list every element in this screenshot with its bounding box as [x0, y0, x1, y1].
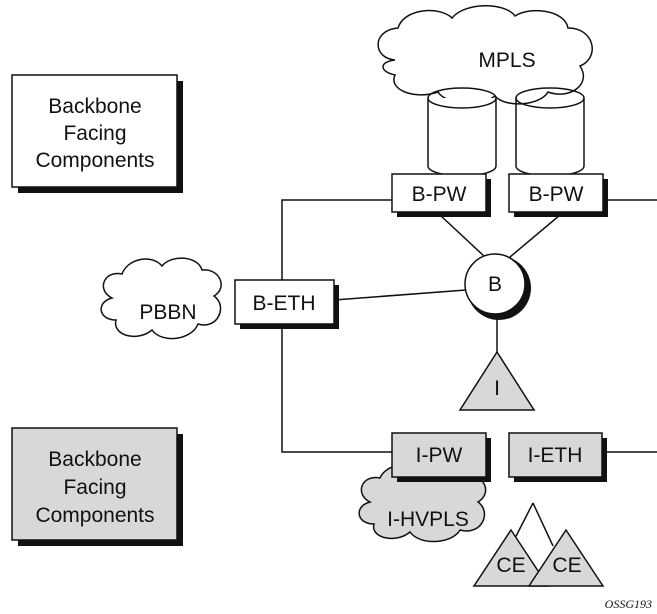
b-circle-node: B — [464, 253, 531, 320]
legend-backbone-line2: Facing — [63, 122, 126, 145]
legend-backbone-line3: Components — [35, 149, 154, 172]
legend-shaded-line2: Facing — [63, 476, 126, 499]
legend-shaded-line3: Components — [35, 504, 154, 527]
bpw-left-node: B-PW — [391, 173, 491, 217]
ieth-node: I-ETH — [508, 432, 607, 482]
beth-node: B-ETH — [234, 279, 339, 329]
legend-shaded-line1: Backbone — [48, 448, 141, 471]
bpw-left-label: B-PW — [412, 183, 467, 206]
bpw-right-node: B-PW — [508, 173, 608, 217]
ihvpls-label: I-HVPLS — [387, 508, 469, 531]
figure-id: OSSG193 — [605, 597, 652, 611]
mpls-cloud: MPLS — [377, 5, 593, 105]
ce-right-label: CE — [552, 554, 581, 577]
mpls-label: MPLS — [478, 49, 535, 72]
mpls-cylinder-left — [427, 87, 497, 177]
bpw-right-label: B-PW — [529, 183, 584, 206]
i-triangle-node: I — [458, 350, 536, 411]
legend-backbone-line1: Backbone — [48, 95, 141, 118]
ce-left-label: CE — [496, 554, 525, 577]
i-triangle-label: I — [494, 377, 500, 400]
legend-shaded-box: Backbone Facing Components — [11, 427, 183, 546]
ce-left-node: CE — [472, 528, 550, 587]
pbbn-label: PBBN — [139, 301, 196, 324]
ieth-label: I-ETH — [528, 444, 583, 467]
beth-label: B-ETH — [253, 292, 316, 315]
ipw-label: I-PW — [416, 444, 463, 467]
ce-right-node: CE — [527, 528, 605, 587]
ihvpls-cloud: I-HVPLS — [358, 463, 487, 543]
legend-backbone-box: Backbone Facing Components — [11, 74, 183, 193]
b-circle-label: B — [488, 273, 502, 296]
ipw-node: I-PW — [391, 432, 491, 482]
pbbn-cloud: PBBN — [100, 257, 222, 340]
